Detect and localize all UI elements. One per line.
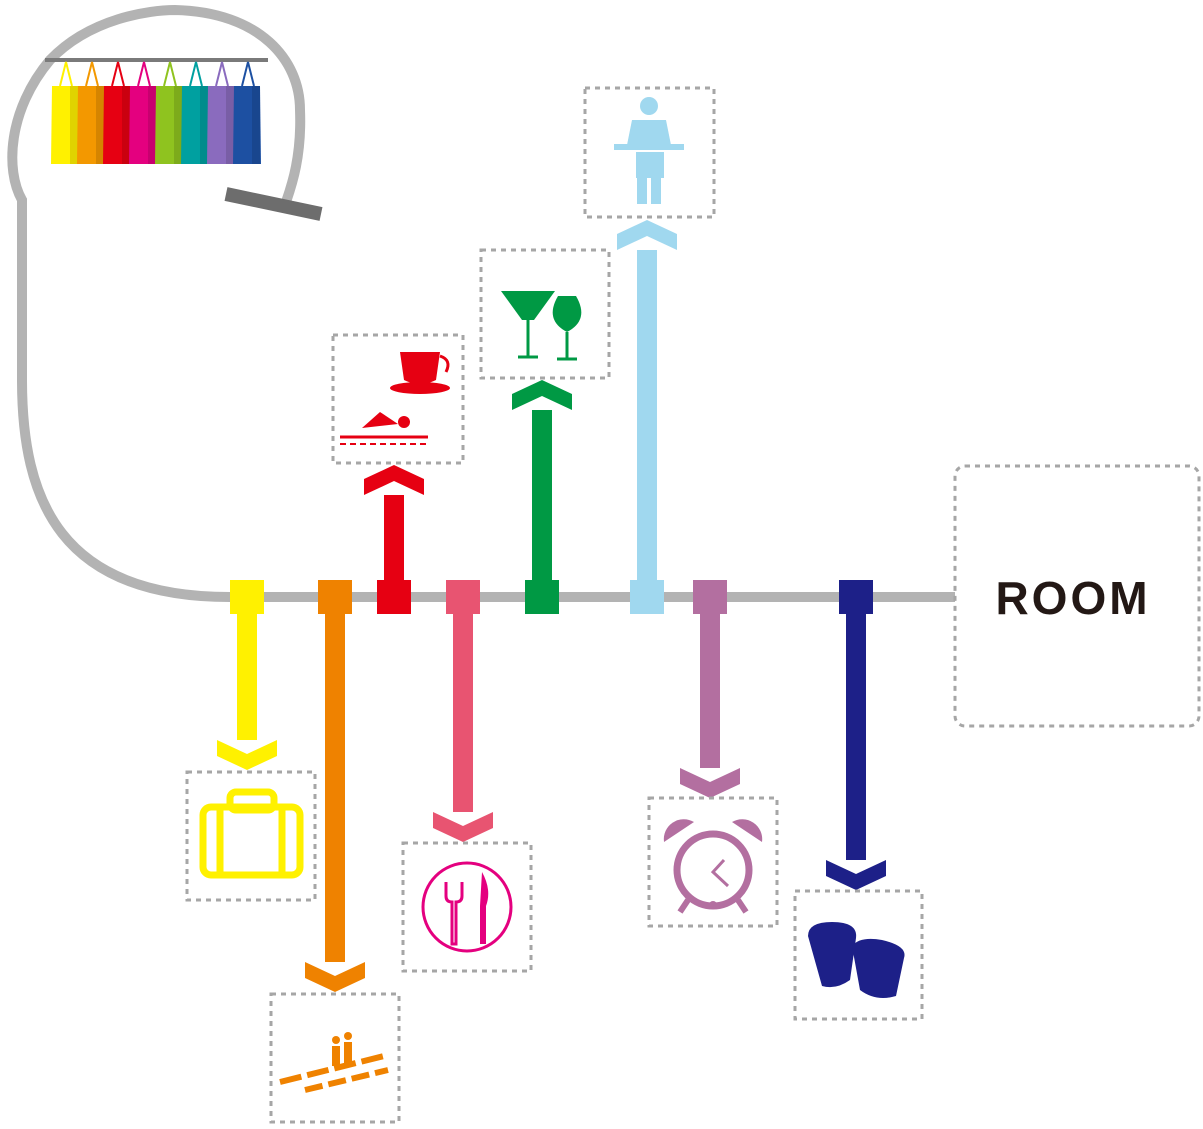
room-label: ROOM: [995, 572, 1150, 624]
connector-dining: [433, 580, 493, 842]
connector-luggage: [217, 580, 277, 770]
box-bar[interactable]: [481, 250, 609, 378]
room-box[interactable]: ROOM: [955, 466, 1199, 726]
shopping-bag: [103, 62, 131, 164]
track-end-bar: [226, 194, 321, 214]
connector-cafe-pool: [364, 465, 424, 614]
stem-luggage: [237, 597, 257, 740]
arrowhead-service: [617, 220, 677, 250]
box-cafe-pool[interactable]: [333, 335, 463, 463]
connector-service: [617, 220, 677, 614]
shopping-bag: [77, 62, 105, 164]
stem-bakery: [846, 597, 866, 860]
connector-bakery: [826, 580, 886, 890]
box-wakeup[interactable]: [649, 798, 777, 926]
shopping-bags-rack-icon: [45, 60, 268, 164]
shopping-bag: [155, 62, 183, 164]
arrowhead-luggage: [217, 740, 277, 770]
shopping-bag: [181, 62, 209, 164]
shopping-bag: [129, 62, 157, 164]
arrowhead-dining: [433, 812, 493, 842]
connector-wakeup: [680, 580, 740, 798]
stem-bar: [532, 410, 552, 597]
stem-wakeup: [700, 597, 720, 768]
box-bakery[interactable]: [795, 891, 922, 1019]
stem-escalator: [325, 597, 345, 962]
box-service[interactable]: [585, 88, 714, 217]
box-escalator[interactable]: [271, 994, 399, 1122]
box-luggage[interactable]: [187, 772, 315, 900]
arrowhead-wakeup: [680, 768, 740, 798]
arrowhead-cafe-pool: [364, 465, 424, 495]
shopping-bag: [233, 62, 261, 164]
shopping-bag: [207, 62, 235, 164]
connector-bar: [512, 380, 572, 614]
arrowhead-escalator: [305, 962, 365, 992]
box-dining[interactable]: [403, 843, 531, 971]
shopping-bag: [51, 62, 79, 164]
arrowhead-bar: [512, 380, 572, 410]
stem-service: [637, 250, 657, 597]
stem-cafe-pool: [384, 495, 404, 597]
arrowhead-bakery: [826, 860, 886, 890]
stem-dining: [453, 597, 473, 812]
